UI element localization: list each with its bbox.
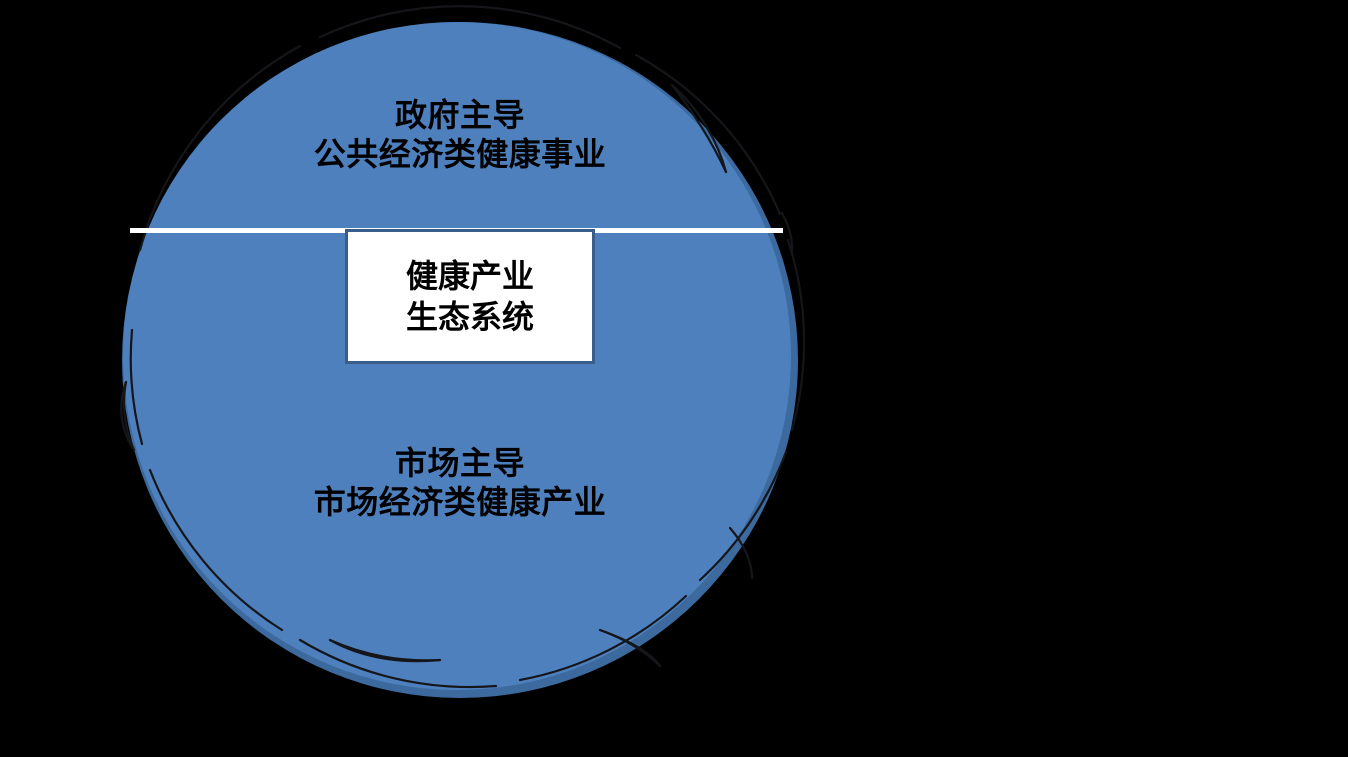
circle-outline-flourishes xyxy=(120,83,794,668)
top-half-line-1: 政府主导 xyxy=(394,97,525,133)
bottom-half-label: 市场主导 市场经济类健康产业 xyxy=(160,444,760,522)
top-half-label: 政府主导 公共经济类健康事业 xyxy=(160,96,760,174)
center-callout-box: 健康产业 生态系统 xyxy=(345,229,595,364)
circle-outline xyxy=(129,5,806,689)
top-half-line-2: 公共经济类健康事业 xyxy=(313,136,607,173)
center-box-line-2: 生态系统 xyxy=(405,298,534,335)
bottom-half-line-1: 市场主导 xyxy=(394,445,525,481)
center-box-line-1: 健康产业 xyxy=(405,257,534,294)
bottom-half-line-2: 市场经济类健康产业 xyxy=(313,484,607,521)
